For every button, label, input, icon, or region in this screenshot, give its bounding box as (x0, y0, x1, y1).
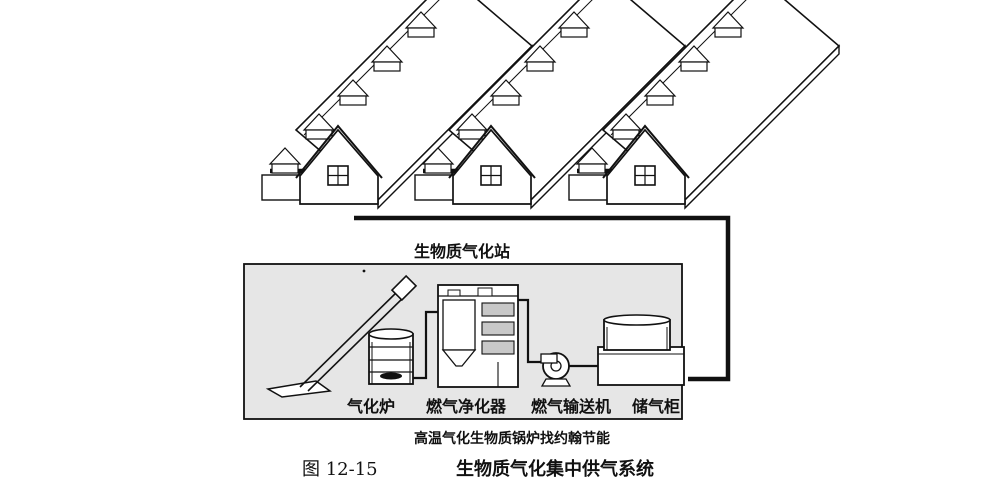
gas-blower (540, 352, 572, 387)
caption-note: 高温气化生物质锅炉找约翰节能 (414, 430, 610, 447)
purifier-label: 燃气净化器 (426, 397, 507, 416)
figure-title: 生物质气化集中供气系统 (456, 458, 654, 480)
gasifier-label: 气化炉 (346, 397, 395, 416)
feed-conveyor (265, 274, 418, 398)
gas-purifier (437, 284, 519, 388)
station-title: 生物质气化站 (414, 242, 510, 261)
holder-label: 储气柜 (631, 397, 680, 416)
gas-main-pipe (354, 215, 731, 382)
gasifier (368, 328, 414, 385)
blower-label: 燃气输送机 (531, 397, 611, 416)
gas-holder (597, 314, 685, 386)
figure-number: 图 12-15 (302, 459, 378, 480)
